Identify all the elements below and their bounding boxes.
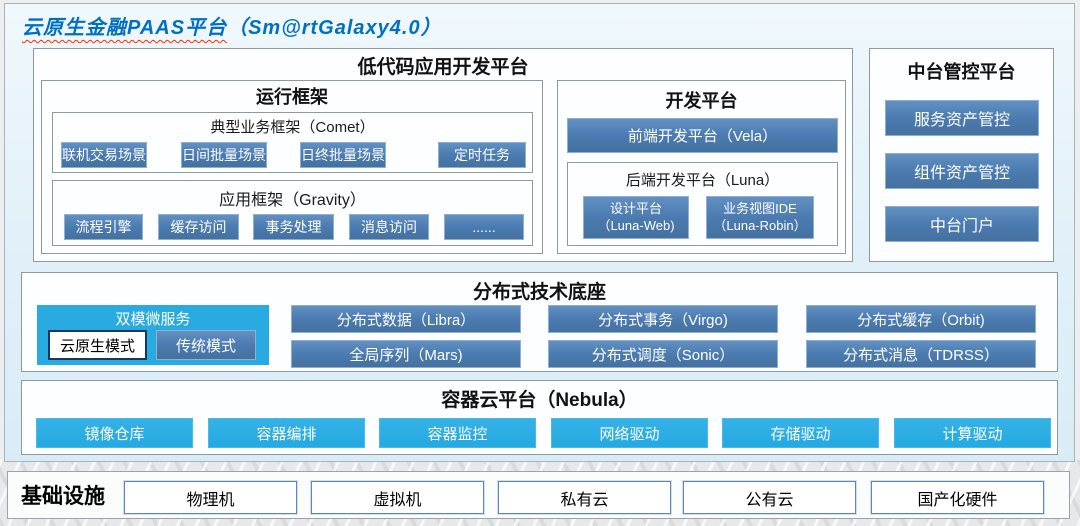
infrastructure-item: 私有云: [498, 481, 671, 514]
distributed-base-box: 分布式技术底座 双模微服务 云原生模式 传统模式 分布式数据（Libra） 分布…: [21, 272, 1058, 372]
luna-backend-box: 后端开发平台（Luna） 设计平台 （Luna-Web) 业务视图IDE （Lu…: [567, 162, 838, 246]
runtime-framework-title: 运行框架: [256, 87, 328, 107]
gravity-item: ......: [444, 214, 524, 240]
lowcode-platform-title: 低代码应用开发平台: [357, 57, 529, 78]
infrastructure-item: 国产化硬件: [871, 481, 1044, 514]
cloud-native-mode-item: 云原生模式: [48, 330, 147, 360]
comet-framework-label: 典型业务框架（Comet）: [210, 119, 375, 136]
luna-web-item: 设计平台 （Luna-Web): [583, 196, 689, 239]
gravity-framework-label: 应用框架（Gravity）: [219, 192, 366, 209]
container-cloud-title: 容器云平台（Nebula）: [441, 390, 638, 411]
gravity-item: 消息访问: [349, 214, 429, 240]
infrastructure-title: 基础设施: [21, 485, 105, 508]
dual-mode-microservice-box: 双模微服务 云原生模式 传统模式: [37, 305, 269, 365]
distributed-item: 分布式调度（Sonic）: [548, 340, 778, 368]
midplatform-item: 组件资产管控: [885, 153, 1039, 189]
container-cloud-box: 容器云平台（Nebula） 镜像仓库 容器编排 容器监控 网络驱动 存储驱动 计…: [21, 380, 1058, 455]
container-cloud-item: 容器监控: [379, 418, 536, 448]
container-cloud-item: 存储驱动: [722, 418, 879, 448]
gravity-framework-box: 应用框架（Gravity） 流程引擎 缓存访问 事务处理 消息访问 ......: [52, 180, 533, 246]
page-title-chinese: 云原生金融PAAS平台: [22, 17, 228, 39]
luna-robin-item: 业务视图IDE （Luna-Robin）: [706, 196, 814, 239]
dev-platform-box: 开发平台 前端开发平台（Vela） 后端开发平台（Luna） 设计平台 （Lun…: [557, 80, 846, 254]
distributed-base-title: 分布式技术底座: [472, 282, 606, 303]
container-cloud-item: 计算驱动: [894, 418, 1051, 448]
lowcode-platform-box: 低代码应用开发平台 运行框架 典型业务框架（Comet） 联机交易场景 日间批量…: [33, 48, 853, 262]
midplatform-item: 服务资产管控: [885, 100, 1039, 136]
luna-web-name: 设计平台: [609, 201, 662, 217]
comet-item: 定时任务: [438, 142, 526, 168]
luna-web-code: （Luna-Web): [597, 217, 675, 233]
page-title-version: （Sm@rtGalaxy4.0）: [227, 17, 442, 39]
gravity-item: 缓存访问: [158, 214, 239, 240]
luna-robin-name: 业务视图IDE: [723, 201, 797, 217]
container-cloud-item: 镜像仓库: [36, 418, 193, 448]
dev-platform-title: 开发平台: [665, 91, 738, 111]
runtime-framework-box: 运行框架 典型业务框架（Comet） 联机交易场景 日间批量场景 日终批量场景 …: [41, 80, 543, 254]
dual-mode-label: 双模微服务: [115, 311, 191, 328]
comet-item: 日终批量场景: [300, 142, 386, 168]
infrastructure-item: 虚拟机: [311, 481, 484, 514]
midplatform-item: 中台门户: [885, 206, 1039, 242]
comet-item: 日间批量场景: [181, 142, 267, 168]
luna-robin-code: （Luna-Robin）: [713, 217, 807, 233]
gravity-item: 事务处理: [253, 214, 334, 240]
distributed-item: 分布式消息（TDRSS）: [806, 340, 1036, 368]
luna-backend-label: 后端开发平台（Luna）: [625, 172, 780, 189]
distributed-item: 全局序列（Mars): [291, 340, 521, 368]
container-cloud-item: 容器编排: [208, 418, 365, 448]
distributed-item: 分布式缓存（Orbit): [806, 305, 1036, 333]
distributed-item: 分布式事务（Virgo): [548, 305, 778, 333]
gravity-item: 流程引擎: [64, 214, 143, 240]
distributed-item: 分布式数据（Libra）: [291, 305, 521, 333]
infrastructure-box: 基础设施 物理机 虚拟机 私有云 公有云 国产化硬件: [7, 471, 1070, 519]
comet-framework-box: 典型业务框架（Comet） 联机交易场景 日间批量场景 日终批量场景 定时任务: [52, 112, 533, 173]
comet-item: 联机交易场景: [61, 142, 147, 168]
page-title: 云原生金融PAAS平台（Sm@rtGalaxy4.0）: [22, 11, 442, 40]
midplatform-title: 中台管控平台: [907, 62, 1016, 82]
container-cloud-item: 网络驱动: [551, 418, 708, 448]
infrastructure-item: 公有云: [683, 481, 856, 514]
infrastructure-item: 物理机: [124, 481, 297, 514]
midplatform-box: 中台管控平台 服务资产管控 组件资产管控 中台门户: [869, 48, 1054, 262]
vela-frontend-platform: 前端开发平台（Vela）: [567, 118, 838, 153]
traditional-mode-item: 传统模式: [156, 330, 256, 360]
